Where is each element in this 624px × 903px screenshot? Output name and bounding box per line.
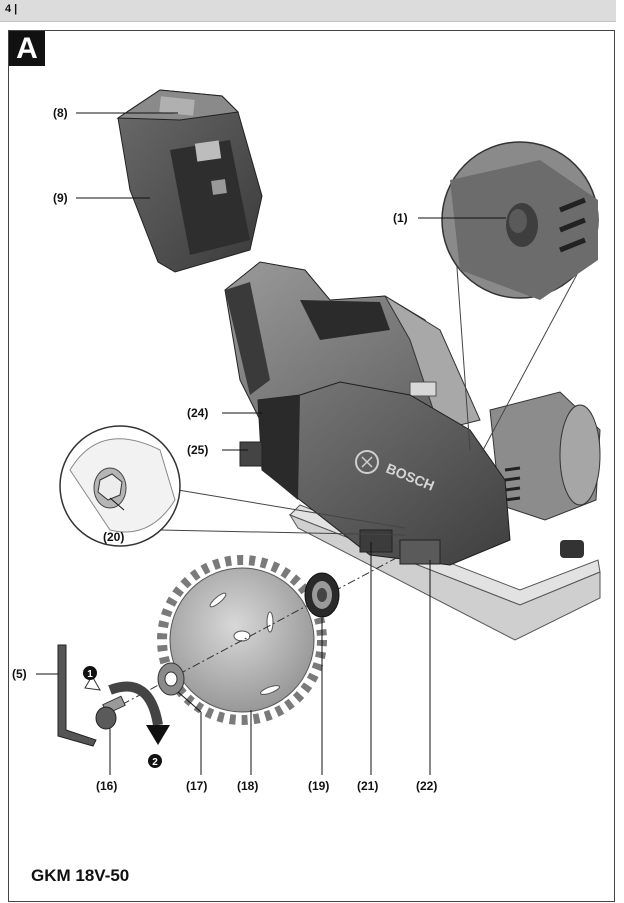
callout-lower-guard: (22) (416, 779, 438, 793)
page-number: 4 | (5, 3, 18, 15)
washer (157, 662, 185, 696)
callout-flange: (19) (308, 779, 330, 793)
callout-guard: (24) (187, 406, 209, 420)
saw-blade (157, 555, 327, 725)
blade-guard: BOSCH (239, 381, 511, 566)
step-marker-1: 1 (83, 666, 97, 680)
callout-battery: (9) (53, 191, 68, 205)
callout-washer: (17) (186, 779, 208, 793)
callout-saw-blade: (18) (237, 779, 259, 793)
step-marker-2: 2 (148, 754, 162, 768)
figure-frame (8, 30, 615, 902)
page-header-bar: 4 | (0, 0, 616, 22)
callout-allen-key: (5) (12, 667, 27, 681)
rotation-arrow-icon (84, 675, 170, 745)
battery-pack (116, 89, 263, 273)
clamping-flange (304, 572, 340, 618)
svg-text:1: 1 (87, 669, 93, 680)
callout-battery-top: (8) (53, 106, 68, 120)
detail-magnifier-lock (59, 425, 406, 547)
callout-leader-lines (36, 112, 506, 775)
section-letter-badge: A (9, 31, 45, 66)
callout-spindle-lock-detail: (20) (103, 530, 125, 544)
allen-key (57, 644, 97, 747)
assembly-axis-line (107, 555, 401, 713)
clamping-screw (95, 695, 126, 730)
callout-clamping-screw: (16) (96, 779, 118, 793)
svg-text:2: 2 (152, 757, 158, 768)
saw-body-handle (224, 261, 481, 431)
callout-on-off-lock: (1) (393, 211, 408, 225)
model-name: GKM 18V-50 (31, 866, 130, 885)
motor-housing (489, 391, 601, 521)
callout-spindle: (21) (357, 779, 379, 793)
callout-spindle-lock: (25) (187, 443, 209, 457)
detail-magnifier-top (441, 141, 599, 453)
